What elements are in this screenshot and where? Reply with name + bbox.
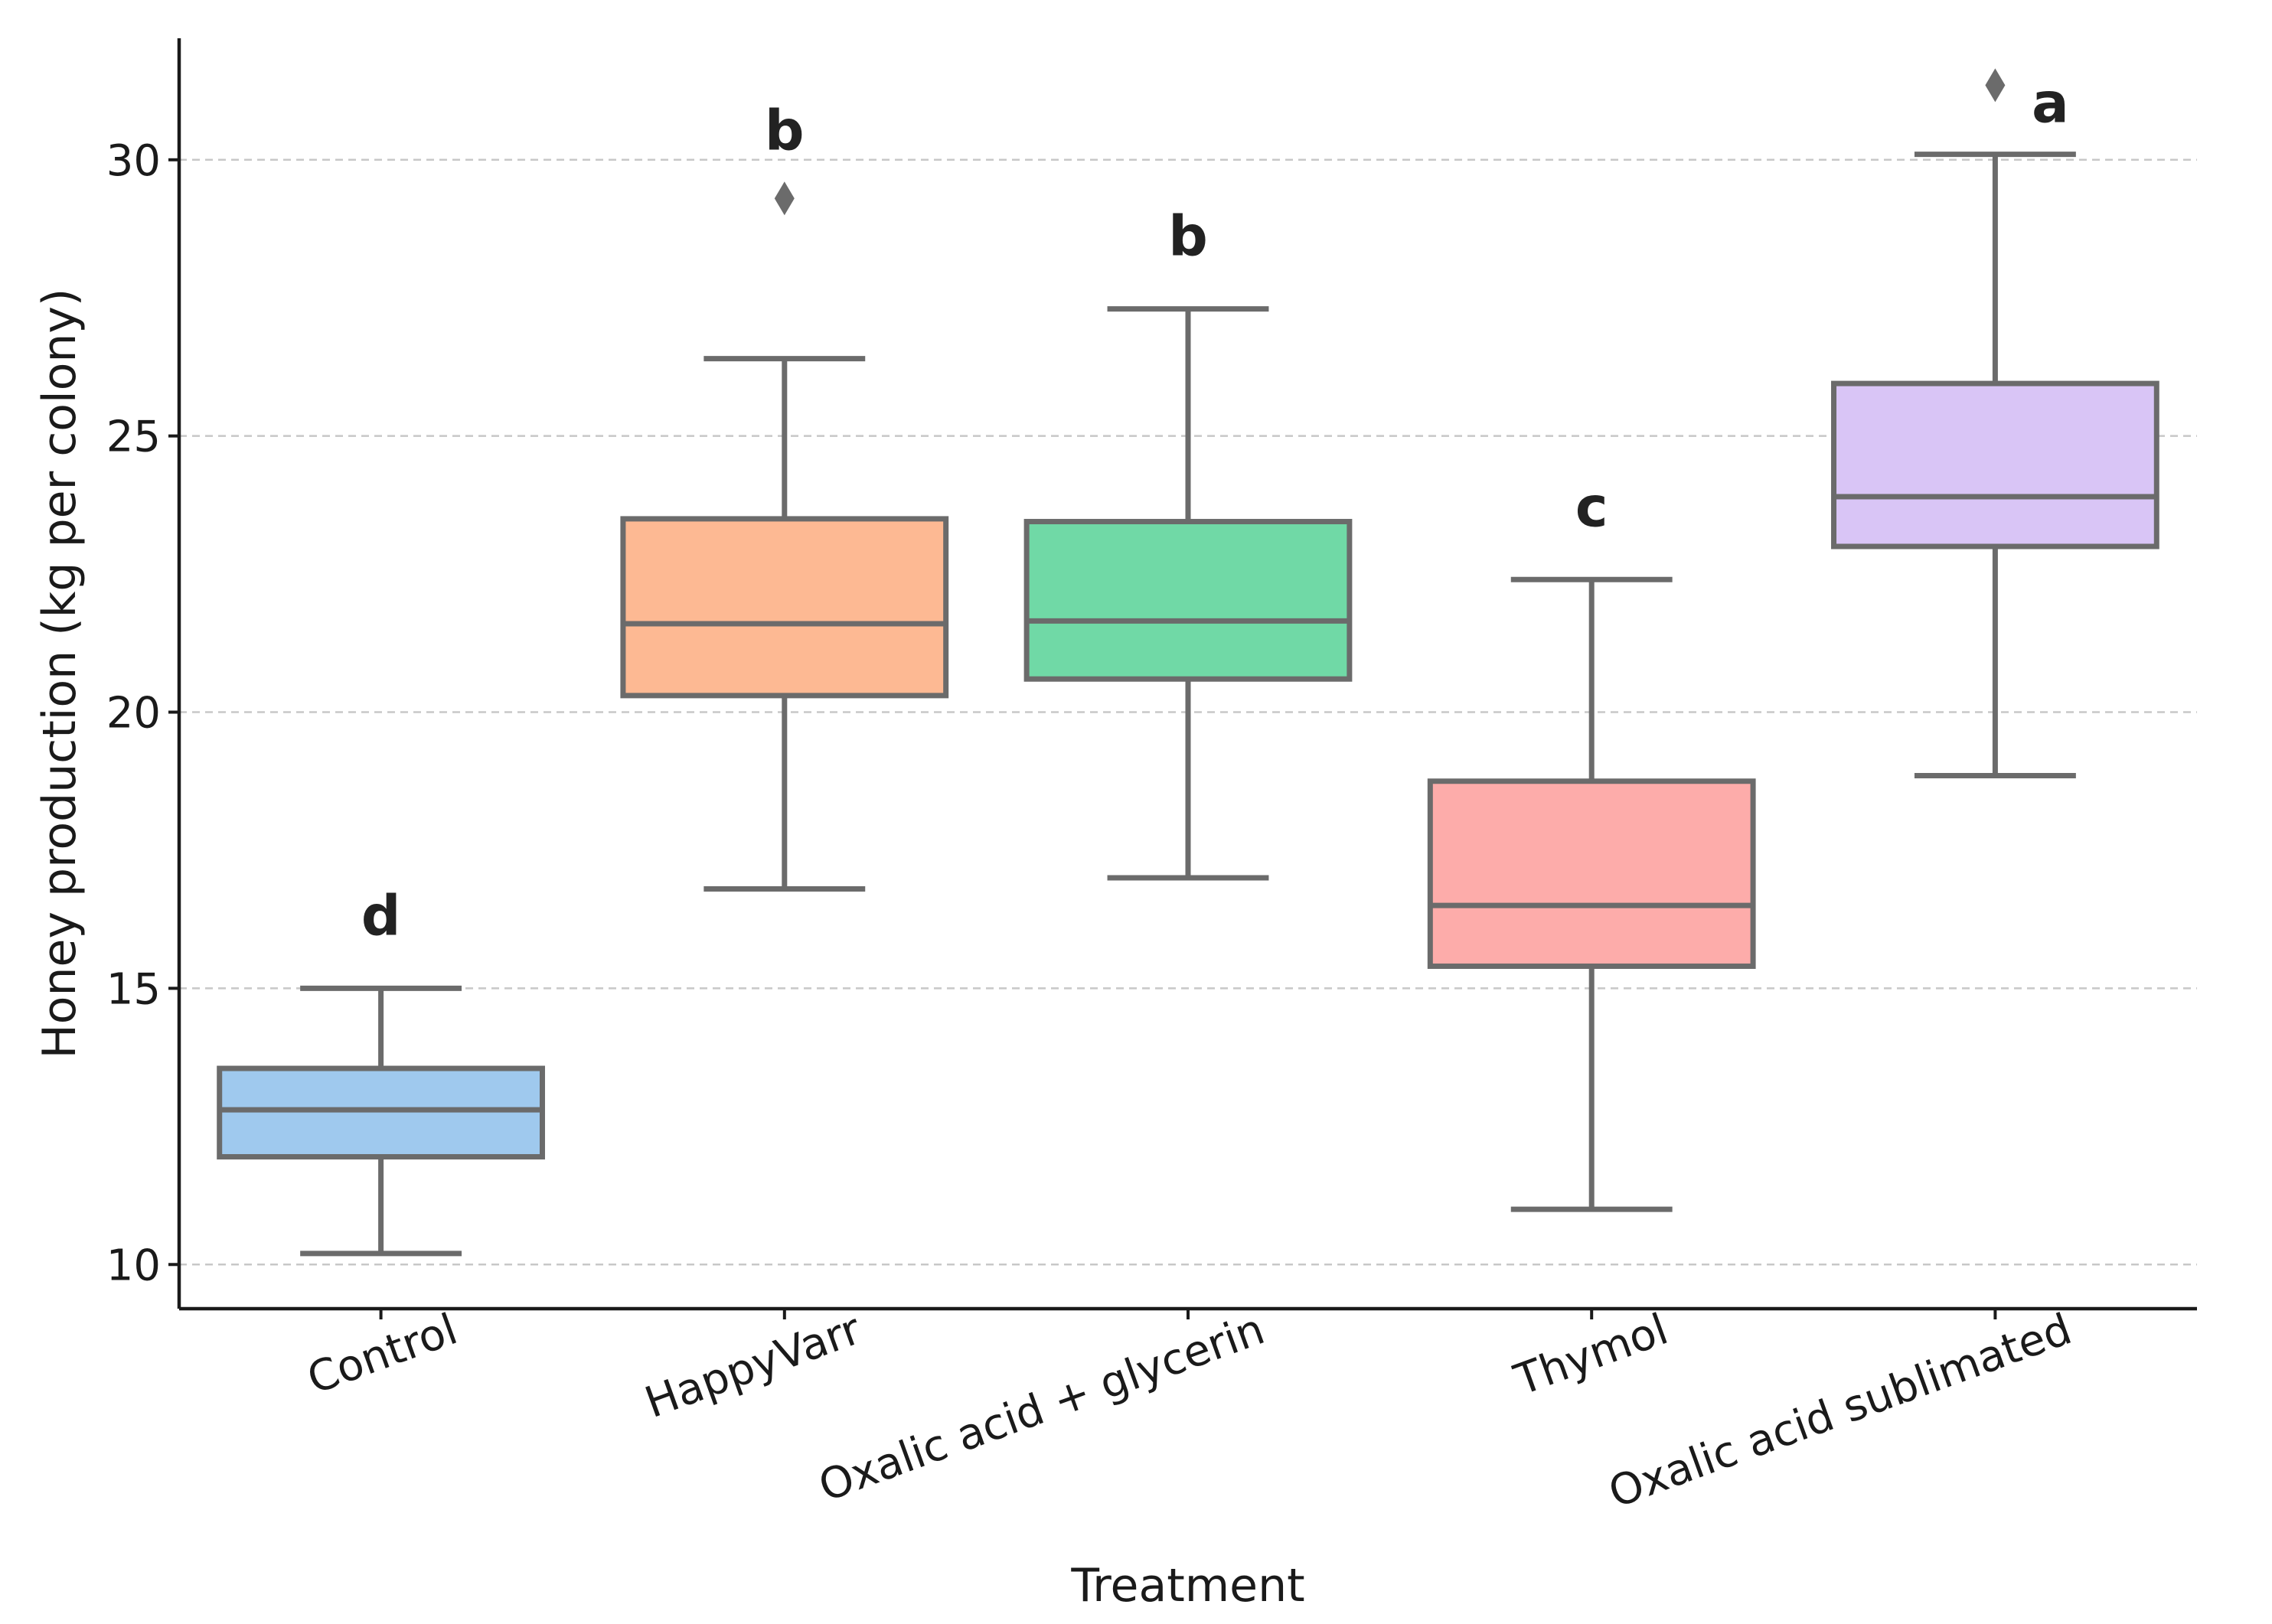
box-group: c: [1427, 474, 1756, 1212]
box-group: b: [1023, 204, 1353, 881]
significance-letter: b: [1168, 204, 1208, 269]
significance-letter: d: [361, 883, 401, 947]
y-tick-label: 20: [106, 689, 161, 739]
significance-letter: b: [765, 98, 805, 162]
significance-letter: c: [1575, 474, 1608, 539]
box-group: a: [1831, 68, 2159, 779]
y-tick-label: 15: [106, 964, 161, 1014]
y-tick-label: 30: [106, 136, 161, 186]
y-axis-title: Honey production (kg per colony): [33, 289, 87, 1059]
significance-letter: a: [2032, 70, 2069, 135]
x-tick-label: Control: [301, 1304, 463, 1404]
iqr-box: [1831, 380, 2159, 549]
y-tick-label: 25: [106, 413, 161, 462]
x-tick-label: Oxalic acid sublimated: [1602, 1304, 2078, 1518]
y-tick-labels: 10 15 20 25 30: [106, 136, 179, 1290]
x-axis-title: Treatment: [1070, 1559, 1304, 1613]
y-tick-label: 10: [106, 1241, 161, 1290]
iqr-box: [1427, 778, 1756, 970]
box-group: d: [217, 883, 545, 1257]
x-tick-label: Thymol: [1507, 1304, 1674, 1405]
outlier-point: [774, 181, 795, 216]
outlier-point: [1985, 68, 2006, 103]
iqr-box: [217, 1065, 545, 1160]
iqr-box: [620, 516, 949, 699]
box-group: b: [620, 98, 949, 892]
plot-area: d b b c a: [217, 68, 2159, 1257]
x-tick-label: Oxalic acid + glycerin: [812, 1304, 1271, 1511]
iqr-box: [1023, 519, 1353, 682]
x-tick-label: HappyVarr: [638, 1304, 867, 1428]
